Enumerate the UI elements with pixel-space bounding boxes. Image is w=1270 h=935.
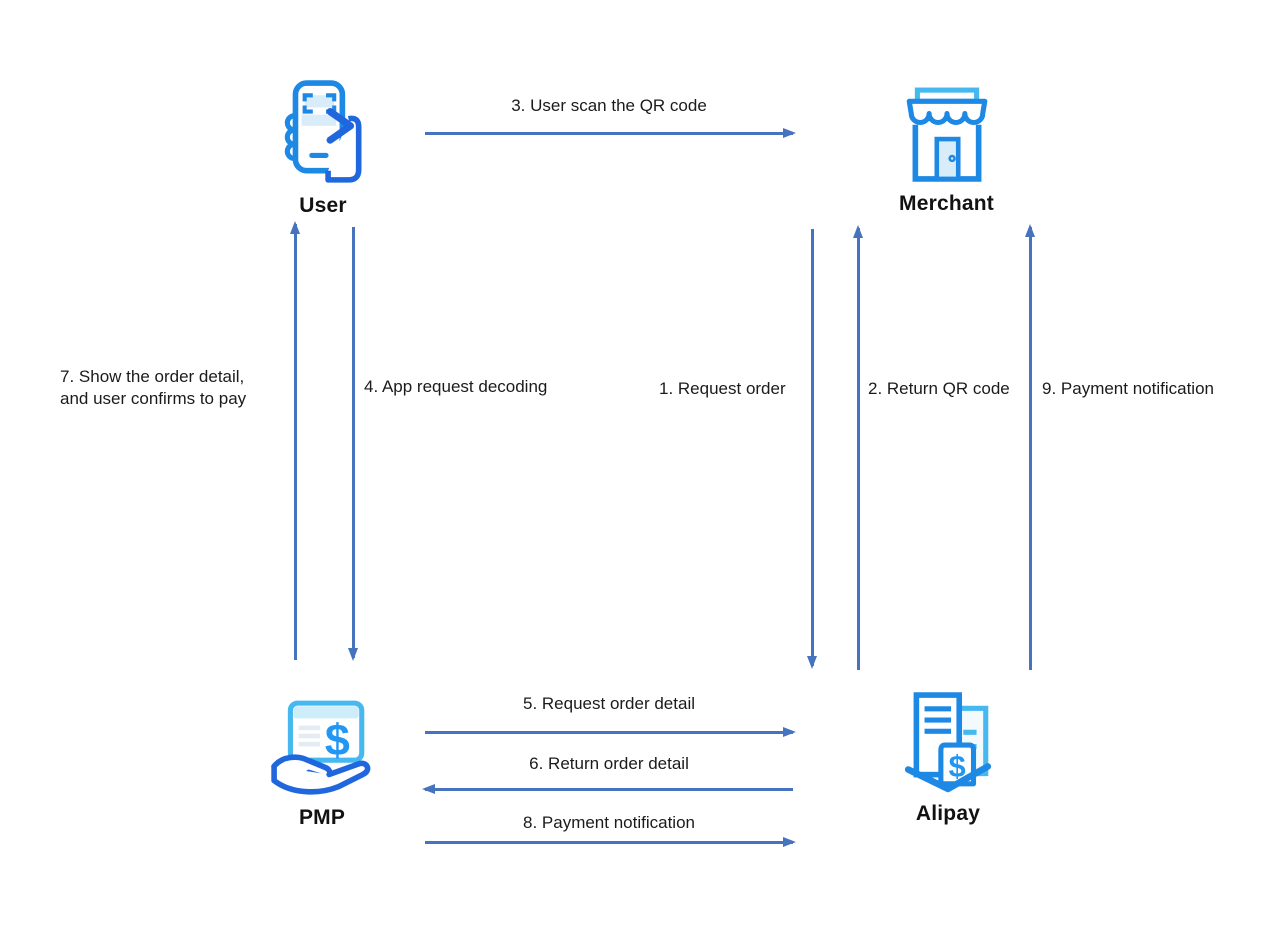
message-2-label: 2. Return QR code <box>868 379 1010 398</box>
arrow-6-alipay-to-pmp <box>425 788 793 791</box>
entity-pmp: $ PMP <box>256 700 388 830</box>
arrow-5-pmp-to-alipay <box>425 731 793 734</box>
phone-qr-scan-icon <box>284 80 362 183</box>
message-5-label: 5. Request order detail <box>523 694 695 713</box>
arrow-7-pmp-to-user <box>294 224 297 660</box>
entity-user-label: User <box>299 194 347 217</box>
entity-user: User <box>268 80 378 218</box>
message-8-label: 8. Payment notification <box>523 813 695 832</box>
arrow-9-alipay-to-merchant <box>1029 227 1032 670</box>
message-3-label: 3. User scan the QR code <box>511 96 707 115</box>
message-7-line1: 7. Show the order detail, <box>60 367 245 386</box>
entity-merchant: Merchant <box>884 86 1009 216</box>
svg-text:$: $ <box>949 750 966 784</box>
entity-pmp-label: PMP <box>298 806 346 829</box>
message-7-label: 7. Show the order detail, and user confi… <box>60 366 275 411</box>
message-7-line2: and user confirms to pay <box>60 389 247 409</box>
storefront-icon <box>906 87 987 182</box>
message-4-label: 4. App request decoding <box>364 377 548 396</box>
arrow-1-merchant-to-alipay <box>811 229 814 666</box>
arrow-3-user-to-merchant <box>425 132 793 135</box>
entity-alipay-label: Alipay <box>915 802 981 825</box>
arrow-8-pmp-to-alipay <box>425 841 793 844</box>
message-9-label: 9. Payment notification <box>1042 379 1214 398</box>
message-1-label: 1. Request order <box>659 379 786 398</box>
message-6-label: 6. Return order detail <box>529 754 689 773</box>
entity-alipay: $ Alipay <box>884 692 1012 826</box>
entity-merchant-label: Merchant <box>899 192 994 215</box>
hand-payment-icon: $ <box>271 700 371 795</box>
invoice-dollar-icon: $ <box>904 692 992 793</box>
arrow-4-user-to-pmp <box>352 227 355 658</box>
svg-text:$: $ <box>325 714 350 765</box>
arrow-2-alipay-to-merchant <box>857 228 860 670</box>
